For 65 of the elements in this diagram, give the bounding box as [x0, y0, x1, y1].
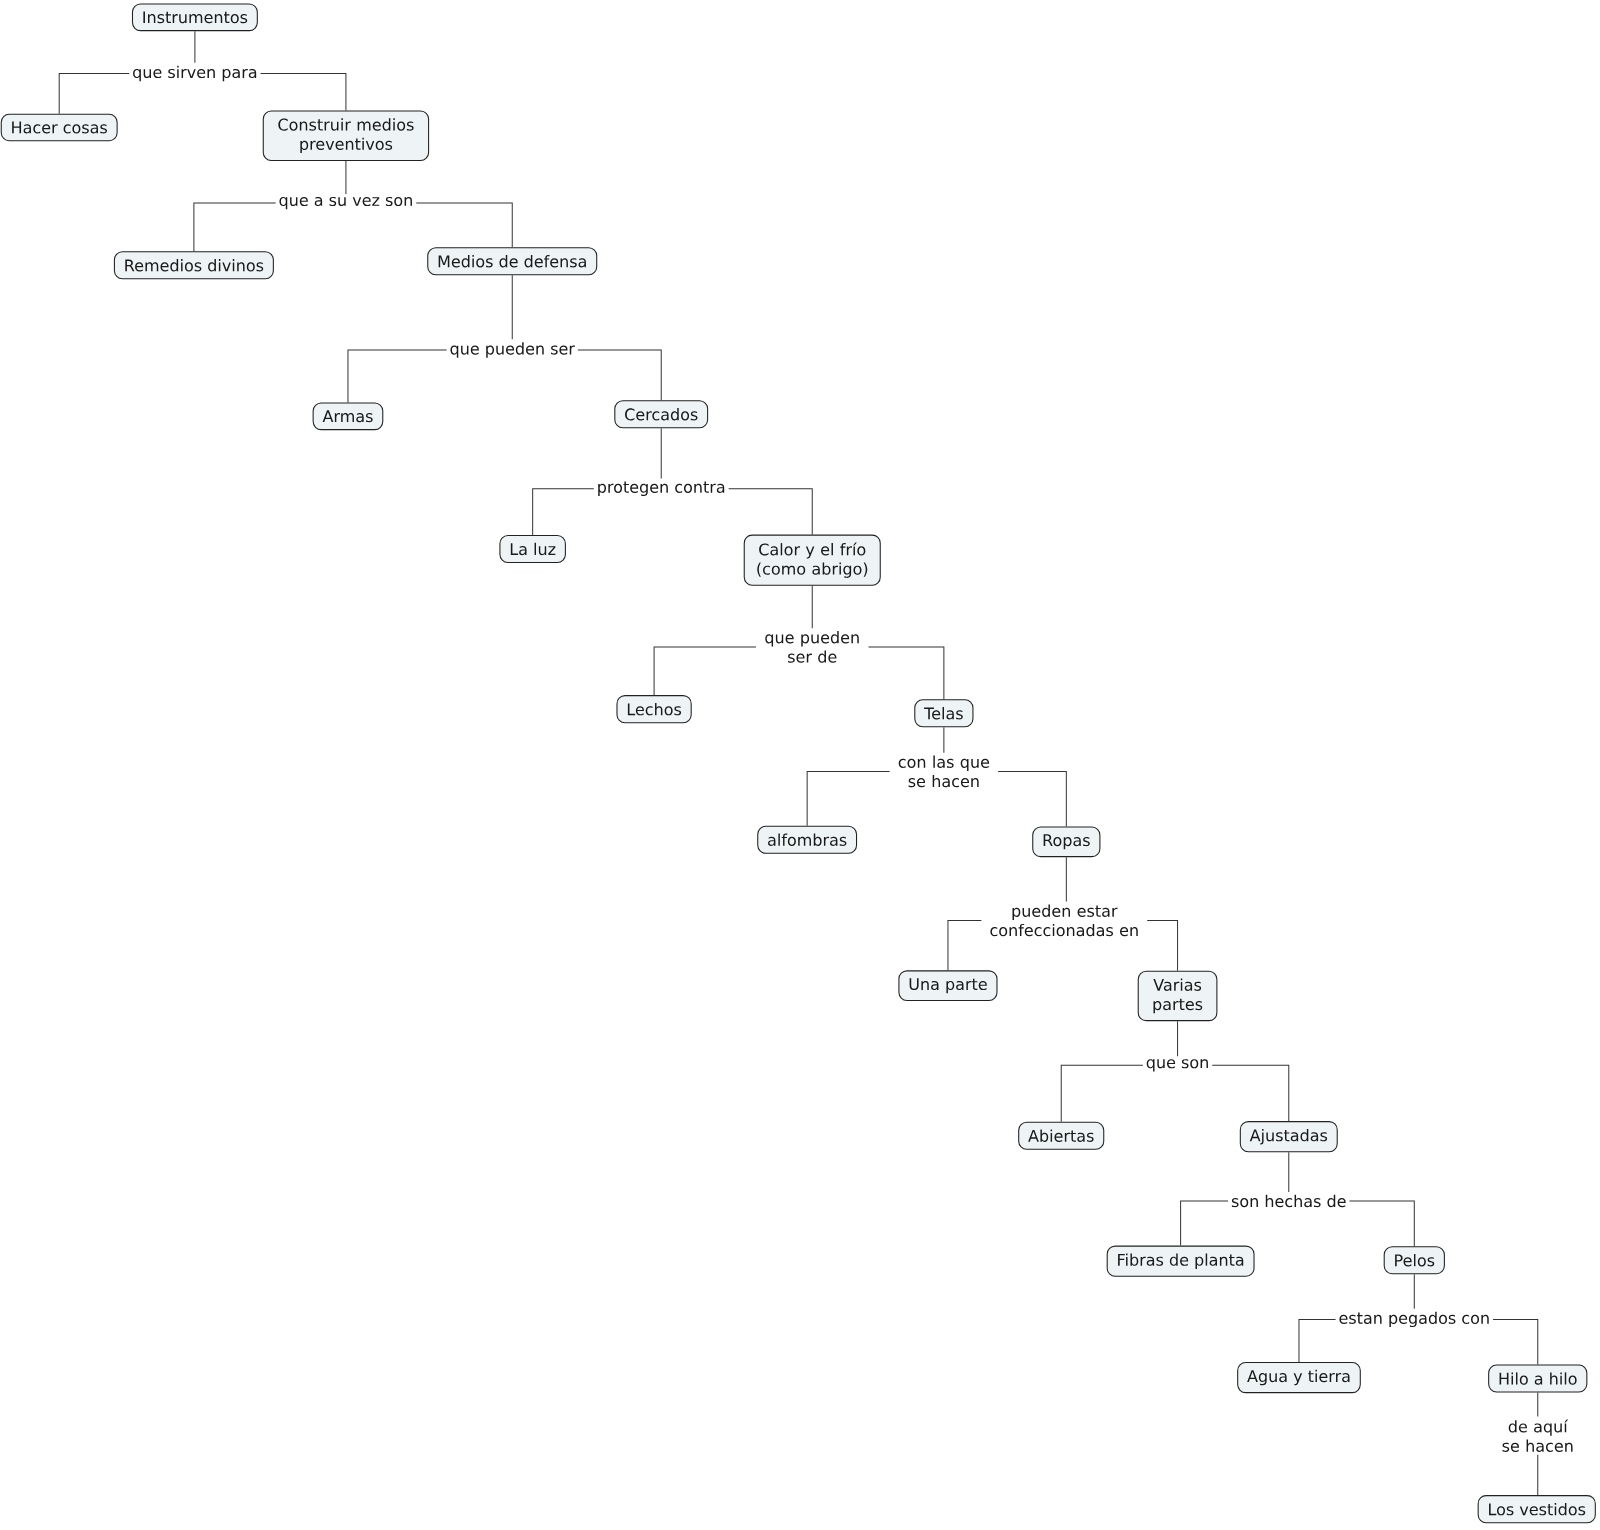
linking-phrase: que sirven para — [133, 65, 257, 82]
connector-line — [577, 349, 662, 401]
linking-phrase: de aquí se hacen — [1502, 1419, 1573, 1452]
linking-phrase: que son — [1146, 1059, 1208, 1072]
connector-line — [1180, 1200, 1229, 1247]
connector-line — [1177, 1020, 1179, 1057]
connector-line — [811, 585, 813, 629]
linking-phrase: protegen contra — [598, 481, 725, 497]
concept-box: Armas — [312, 402, 384, 431]
concept-box: Telas — [914, 699, 974, 728]
connector-line — [58, 72, 130, 115]
linking-phrase: pueden estar confeccionadas en — [990, 904, 1138, 937]
connector-line — [1146, 919, 1179, 972]
connector-line — [194, 30, 196, 64]
connector-line — [728, 488, 813, 536]
concept-box: Hacer cosas — [0, 113, 118, 142]
connector-line — [653, 646, 757, 696]
concept-box: Medios de defensa — [427, 247, 598, 276]
connector-line — [1060, 1064, 1144, 1123]
connector-line — [997, 770, 1067, 827]
linking-phrase: son hechas de — [1231, 1194, 1346, 1208]
linking-phrase: con las que se hacen — [898, 755, 990, 788]
concept-box: Lechos — [616, 695, 692, 724]
concept-box: Cercados — [614, 400, 709, 429]
concept-box: Fibras de planta — [1106, 1245, 1255, 1277]
concept-box: Una parte — [898, 970, 998, 1002]
concept-box: Varias partes — [1137, 970, 1218, 1022]
concept-box: Agua y tierra — [1237, 1361, 1361, 1394]
connector-line — [260, 72, 347, 111]
connector-line — [1537, 1454, 1539, 1496]
concept-box: Hilo a hilo — [1488, 1364, 1588, 1393]
connector-line — [345, 160, 347, 195]
connector-line — [193, 202, 277, 252]
concept-box: Calor y el frío (como abrigo) — [743, 534, 881, 586]
connector-line — [1413, 1273, 1415, 1310]
concept-box: Remedios divinos — [113, 251, 274, 280]
connector-line — [1288, 1151, 1290, 1193]
connector-line — [868, 646, 945, 700]
connector-line — [1211, 1064, 1290, 1122]
connector-line — [947, 919, 982, 971]
connector-line — [415, 202, 513, 248]
connector-line — [1348, 1200, 1415, 1247]
concept-box: Abiertas — [1018, 1121, 1105, 1150]
connector-line — [1298, 1318, 1337, 1363]
concept-box: Ropas — [1032, 826, 1101, 858]
connector-line — [806, 770, 891, 827]
concept-box: Instrumentos — [131, 3, 258, 32]
concept-box: La luz — [499, 534, 566, 564]
linking-phrase: que pueden ser de — [765, 631, 859, 663]
connector-line — [1492, 1318, 1539, 1365]
connector-line — [1065, 856, 1067, 903]
concept-box: Construir medios preventivos — [262, 110, 430, 161]
connector-line — [511, 274, 513, 340]
connector-line — [943, 726, 945, 754]
linking-phrase: que pueden ser — [450, 342, 575, 358]
concept-box: alfombras — [757, 825, 858, 854]
concept-box: Ajustadas — [1239, 1121, 1338, 1153]
connector-line — [1537, 1392, 1539, 1418]
connector-line — [347, 349, 448, 403]
connector-line — [532, 488, 595, 536]
concept-box: Pelos — [1383, 1246, 1445, 1275]
linking-phrase: estan pegados con — [1339, 1311, 1489, 1328]
concept-box: Los vestidos — [1477, 1495, 1596, 1524]
linking-phrase: que a su vez son — [279, 196, 412, 210]
connector-line — [660, 427, 662, 480]
